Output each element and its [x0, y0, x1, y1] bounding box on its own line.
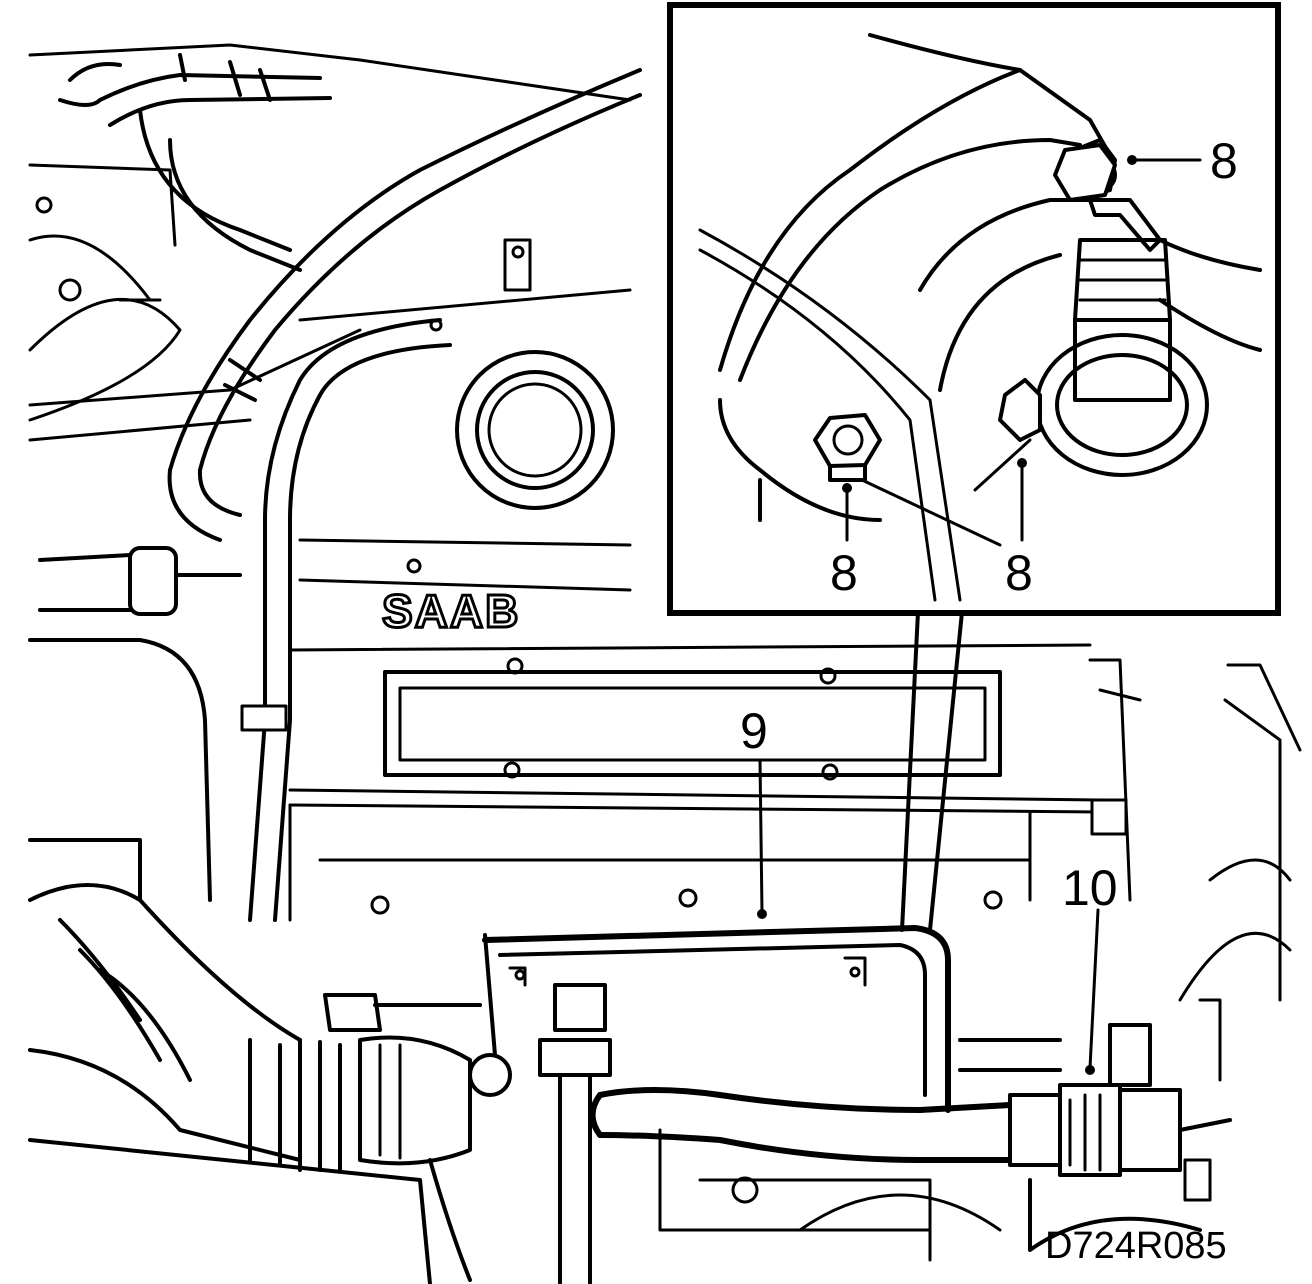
- crankcase-hose: [589, 1023, 1232, 1252]
- bolt-center: 8: [973, 378, 1042, 601]
- cam-cover: SAAB: [298, 238, 632, 639]
- upper-hoses: [58, 53, 332, 272]
- ignition-cassette: [288, 643, 1102, 922]
- callout-9-leader: [758, 758, 764, 914]
- lower-bracket: [698, 998, 1222, 1262]
- right-bracket: [1088, 658, 1302, 1002]
- detail-inset: 8 8 8: [667, 2, 1281, 616]
- bolt-upper-right: 8: [1053, 133, 1238, 202]
- inset-callout-8-top: 8: [1210, 133, 1238, 189]
- saab-logo: SAAB: [382, 585, 520, 637]
- drawing-code: D724R085: [1045, 1225, 1227, 1267]
- callout-9-dot: [757, 909, 767, 919]
- inset-callout-8-left: 8: [830, 545, 858, 601]
- strut-tower: [28, 43, 632, 442]
- engine-illustration: SAAB: [28, 43, 1302, 1284]
- callout-10: 10: [1062, 860, 1118, 916]
- inset-callout-8-right: 8: [1005, 545, 1033, 601]
- air-intake: [28, 546, 512, 1284]
- callout-10-dot: [1085, 1065, 1095, 1075]
- callout-10-leader: [1088, 908, 1100, 1070]
- vent-cover: [482, 925, 951, 1284]
- callout-9: 9: [740, 703, 768, 759]
- long-hose: [167, 68, 642, 922]
- bolt-left: 8: [813, 413, 1002, 601]
